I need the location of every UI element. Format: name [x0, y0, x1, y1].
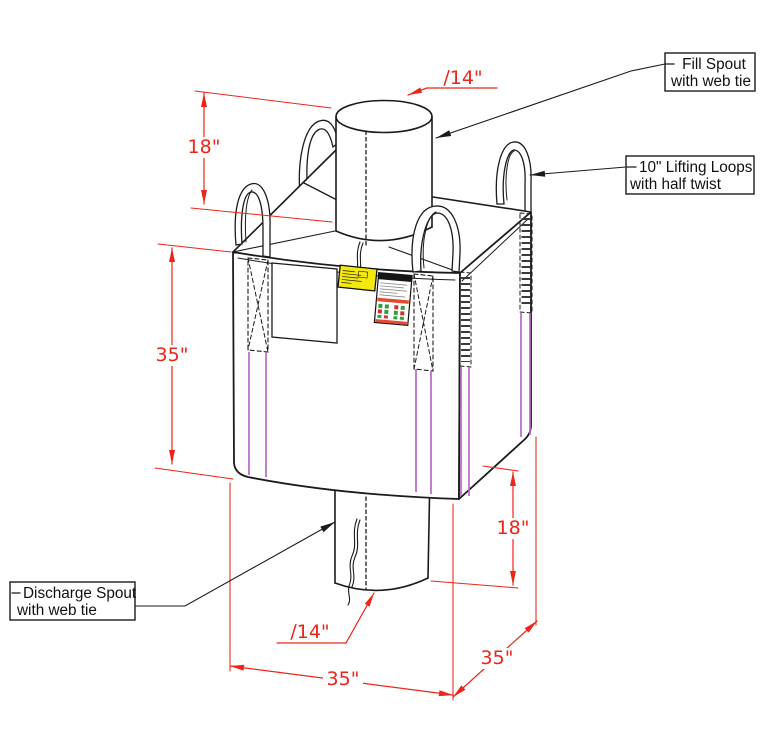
- dim-text-fill-spout-height: 18": [188, 136, 221, 158]
- lifting-loop-front: [411, 205, 461, 273]
- callout-lifting-loops-line2: with half twist: [629, 176, 722, 193]
- dim-discharge-spout-height: 18": [430, 465, 532, 589]
- dimensions: 18" ∕14" 35" 18": [153, 67, 538, 701]
- dim-text-bag-depth: 35": [481, 647, 514, 669]
- leader-arrow-discharge-spout: [320, 522, 335, 533]
- dim-text-discharge-spout-height: 18": [497, 517, 530, 539]
- callout-lifting-loops-line1: 10" Lifting Loops: [639, 159, 753, 176]
- corner-seams: [248, 313, 531, 496]
- dim-fill-spout-diameter: ∕14": [407, 67, 498, 96]
- top-hem-right: [461, 218, 529, 282]
- fill-spout: [335, 99, 433, 317]
- dim-text-bag-width: 35": [327, 668, 360, 690]
- dim-bag-depth: 35": [452, 436, 538, 698]
- leader-arrow-lifting-loops: [530, 170, 546, 177]
- dim-fill-spout-height: 18": [186, 90, 333, 223]
- callout-discharge-spout-line2: with web tie: [16, 602, 97, 619]
- callout-fill-spout: Fill Spout with web tie: [435, 52, 756, 139]
- bag-drawing: [232, 99, 533, 606]
- safety-label: [373, 272, 413, 327]
- callouts: Fill Spout with web tie 10" Lifting Loop…: [9, 52, 756, 621]
- leader-arrow-fill-spout: [436, 130, 452, 138]
- discharge-spout-web-tie: [347, 518, 358, 606]
- loop-strap-stitching-front: [413, 273, 434, 372]
- warning-label: [337, 264, 378, 292]
- lifting-loop-right: [495, 141, 532, 213]
- loop-strap-stitching-right: [519, 212, 533, 314]
- bag-front-panel: [232, 251, 461, 500]
- callout-fill-spout-line2: with web tie: [670, 73, 751, 90]
- dim-text-bag-height: 35": [156, 344, 189, 366]
- fill-spout-rim: [335, 99, 433, 134]
- callout-lifting-loops: 10" Lifting Loops with half twist: [529, 155, 755, 195]
- dim-text-fill-spout-diameter: ∕14": [443, 67, 482, 89]
- dim-bag-width: 35": [229, 482, 454, 701]
- dim-discharge-spout-diameter: ∕14": [276, 592, 375, 644]
- document-pouch: [271, 262, 338, 344]
- callout-fill-spout-line1: Fill Spout: [682, 56, 747, 73]
- dim-bag-height: 35": [153, 243, 234, 480]
- callout-discharge-spout: Discharge Spout with web tie: [9, 521, 336, 621]
- callout-discharge-spout-line1: Discharge Spout: [23, 585, 137, 602]
- loop-strap-stitching-front-right: [459, 271, 472, 368]
- loop-strap-stitching-left: [247, 257, 269, 353]
- dim-text-discharge-spout-diameter: ∕14": [290, 621, 329, 643]
- lifting-loop-left: [234, 182, 271, 258]
